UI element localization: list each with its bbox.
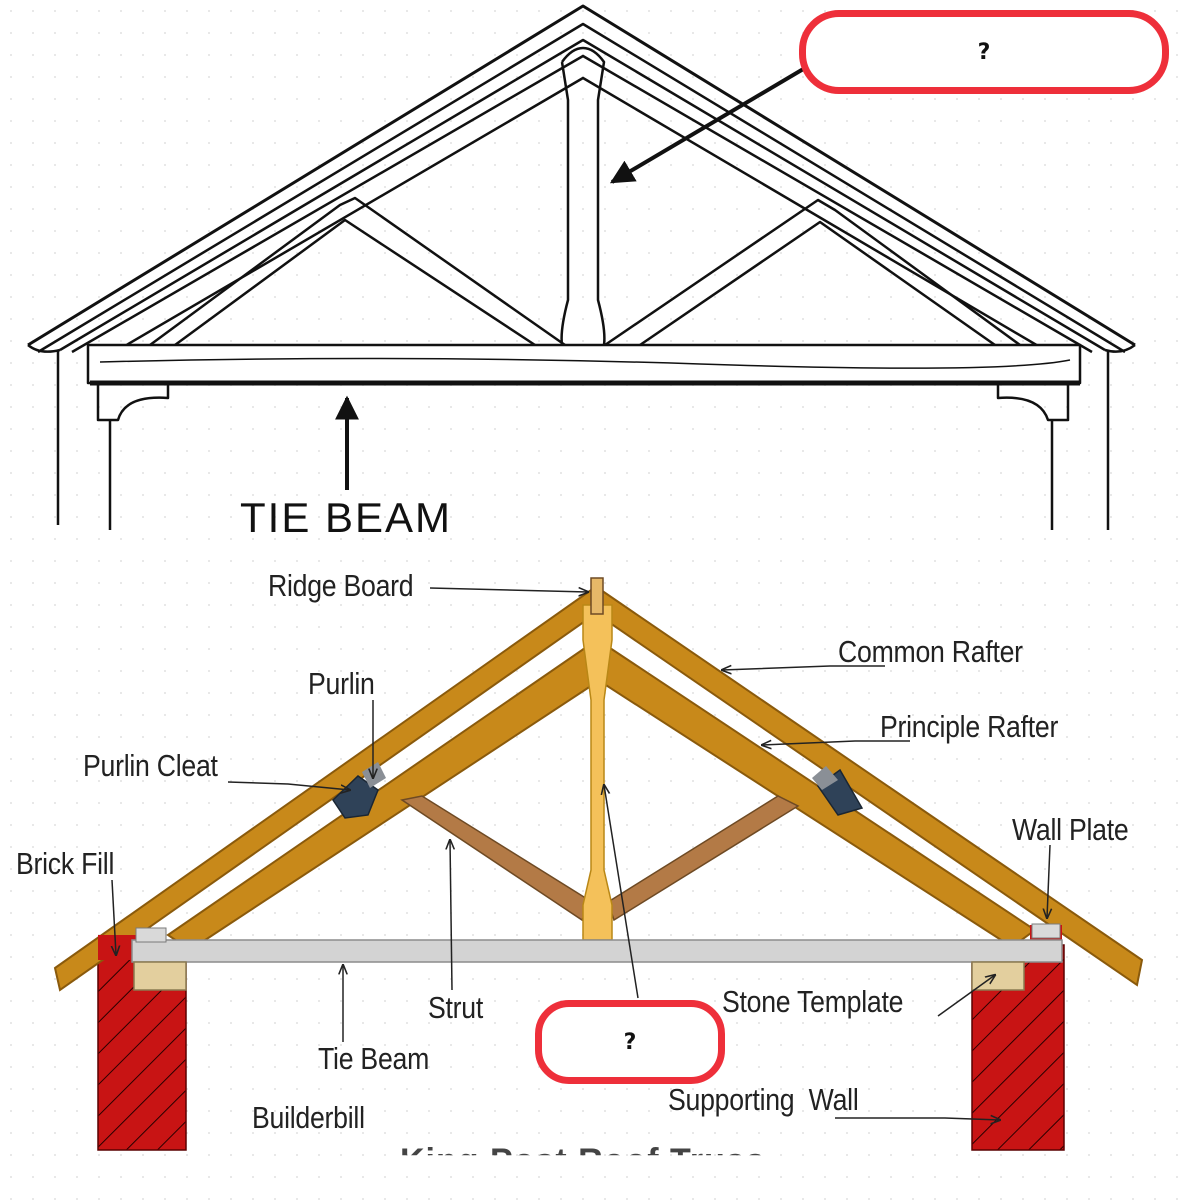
ridge-board-label: Ridge Board (268, 568, 414, 603)
top-answer-box[interactable]: ? (799, 10, 1169, 94)
wall-plate-leader (1047, 844, 1050, 918)
right-wall-plate (1031, 923, 1061, 939)
supporting-wall-label: Supporting Wall (668, 1082, 859, 1117)
king-post-top (560, 46, 606, 346)
right-purlin (812, 766, 838, 790)
left-principal-rafter (166, 646, 602, 952)
purlin-cleat-leader (227, 781, 350, 790)
common-rafter-label: Common Rafter (838, 634, 1023, 669)
right-strut (607, 795, 800, 922)
supporting-wall-leader (835, 1118, 1000, 1120)
brick-fill (98, 935, 136, 960)
brick-fill-leader (112, 879, 116, 955)
principle-rafter-leader (762, 741, 910, 745)
left-strut-top (149, 196, 566, 347)
roof-cladding (27, 4, 1136, 347)
bottom-answer-box[interactable]: ? (535, 1000, 725, 1084)
common-rafter-leader (722, 666, 885, 670)
left-purlin-cleat (332, 775, 379, 819)
tie-beam (131, 939, 1063, 963)
stone-template-leader (937, 975, 995, 1017)
left-stone-template (133, 961, 187, 991)
left-corbel (96, 383, 170, 422)
ridge-board-leader (429, 588, 588, 592)
left-strut (400, 795, 594, 922)
principal-rafters-top (117, 76, 1046, 352)
purlin-cleat-label: Purlin Cleat (83, 748, 218, 783)
stone-template-label: Stone Template (722, 984, 904, 1019)
strut-leader (450, 840, 452, 991)
strut-label: Strut (428, 990, 484, 1025)
wall-plate-label: Wall Plate (1012, 812, 1129, 847)
principle-rafter-label: Principle Rafter (880, 709, 1059, 744)
tie-beam-label: Tie Beam (318, 1041, 430, 1076)
right-corbel (996, 383, 1070, 422)
right-principal-rafter (596, 646, 1037, 949)
ridge-board (590, 577, 604, 615)
king-post-leader (604, 785, 639, 999)
king-post-arrow-top (609, 66, 807, 184)
top-truss-drawing (27, 4, 1136, 530)
right-strut-top (604, 198, 1021, 347)
brick-fill-label: Brick Fill (16, 846, 115, 881)
tie-beam-label-top: TIE BEAM (240, 494, 453, 541)
left-wall-plate (135, 927, 167, 943)
purlin-label: Purlin (308, 666, 375, 701)
king-post (582, 604, 613, 941)
tie-beam-top (86, 343, 1082, 385)
bottom-truss-drawing (53, 577, 1144, 1151)
diagram-caption-partial: King Post Roof Truss (400, 1142, 766, 1180)
builderbill-label: Builderbill (252, 1100, 365, 1135)
